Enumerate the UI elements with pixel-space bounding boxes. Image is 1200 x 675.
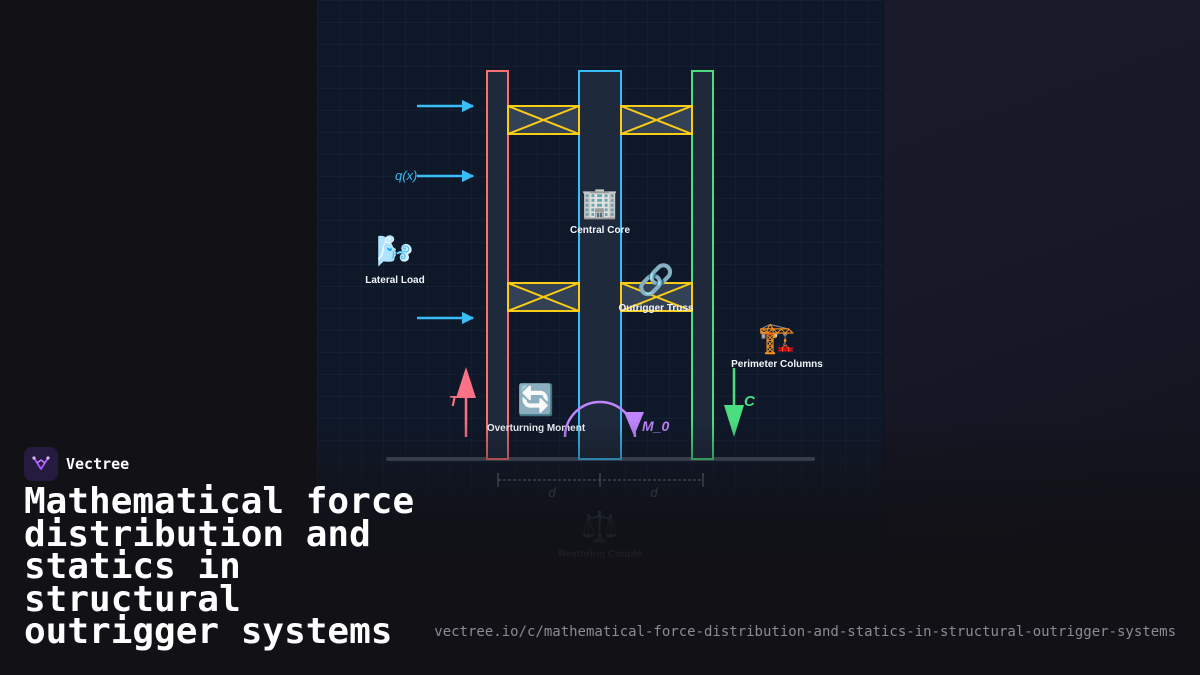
wind-icon: 🌬️: [376, 234, 413, 269]
right-perimeter-column: [691, 70, 714, 460]
truss-upper-left: [507, 105, 580, 135]
brand: Vectree: [24, 447, 129, 481]
truss-lower-right: [620, 282, 693, 312]
dimension-line: [497, 473, 704, 487]
dimension-right-label: d: [650, 485, 658, 500]
left-perimeter-column: [486, 70, 509, 460]
rotation-arrows-icon: 🔄: [517, 382, 554, 418]
load-function-label: q(x): [395, 168, 417, 183]
page-url[interactable]: vectree.io/c/mathematical-force-distribu…: [434, 624, 1176, 640]
central-core: [578, 70, 622, 460]
truss-lower-left: [507, 282, 580, 312]
tension-label: T: [449, 393, 460, 410]
link-icon: 🔗: [637, 261, 674, 298]
balance-scale-icon: ⚖️: [581, 509, 618, 545]
lateral-load-label: Lateral Load: [365, 275, 424, 286]
tension-arrow: [456, 367, 476, 437]
restoring-couple-label: Restoring Couple: [558, 549, 642, 560]
outrigger-truss-label: Outrigger Truss: [618, 303, 693, 314]
vectree-logo-icon: [24, 447, 58, 481]
compression-arrow: [724, 368, 744, 437]
office-building-icon: 🏢: [581, 186, 618, 221]
construction-crane-icon: 🏗️: [758, 321, 795, 356]
page-title: Mathematical force distribution and stat…: [24, 481, 415, 652]
brand-name: Vectree: [66, 455, 130, 473]
compression-label: C: [744, 393, 756, 410]
central-core-label: Central Core: [570, 225, 630, 236]
overturning-moment-label: Overturning Moment: [487, 423, 586, 434]
moment-label: M_0: [642, 418, 669, 434]
perimeter-columns-label: Perimeter Columns: [731, 359, 823, 370]
truss-upper-right: [620, 105, 693, 135]
dimension-left-label: d: [548, 485, 556, 500]
